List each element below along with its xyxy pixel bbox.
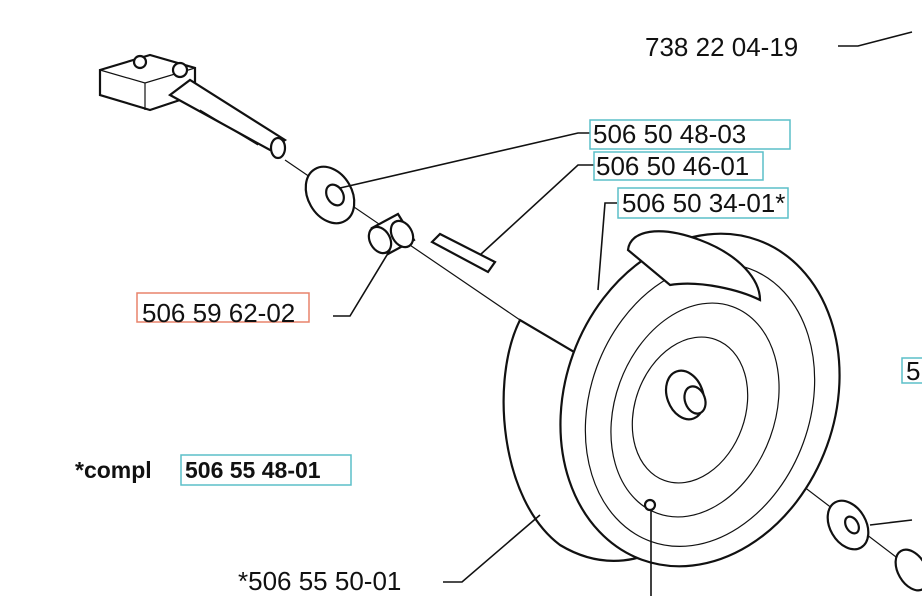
part-number-tire[interactable]: *506 55 50-01 [238,566,401,596]
compl-prefix-label: *compl [75,457,152,483]
key-part-highlight[interactable] [593,151,764,181]
part-number-clipped[interactable]: 5 [906,356,920,386]
part-number-key[interactable]: 506 50 46-01 [596,151,749,181]
washer-drawing [304,165,356,225]
part-number-bushing[interactable]: 506 59 62-02 [142,298,295,328]
wheel-drawing [502,230,841,568]
key-drawing [430,232,497,274]
part-number-738-22-04-19[interactable]: 738 22 04-19 [645,32,798,62]
clipped-part-highlight[interactable] [901,357,922,384]
compl-part-highlight[interactable] [180,454,352,486]
part-number-complete-wheel[interactable]: 506 55 48-01 [185,457,321,483]
leader-lines [333,31,913,596]
axle-assembly-drawing [98,53,288,160]
rim-part-highlight[interactable] [617,187,789,219]
part-number-rim[interactable]: 506 50 34-01* [622,188,785,218]
part-number-washer[interactable]: 506 50 48-03 [593,119,746,149]
washer-part-highlight[interactable] [589,119,791,150]
bushing-drawing [367,212,416,256]
right-washer-drawing [826,499,922,592]
bushing-part-highlight-selected[interactable] [136,292,310,323]
